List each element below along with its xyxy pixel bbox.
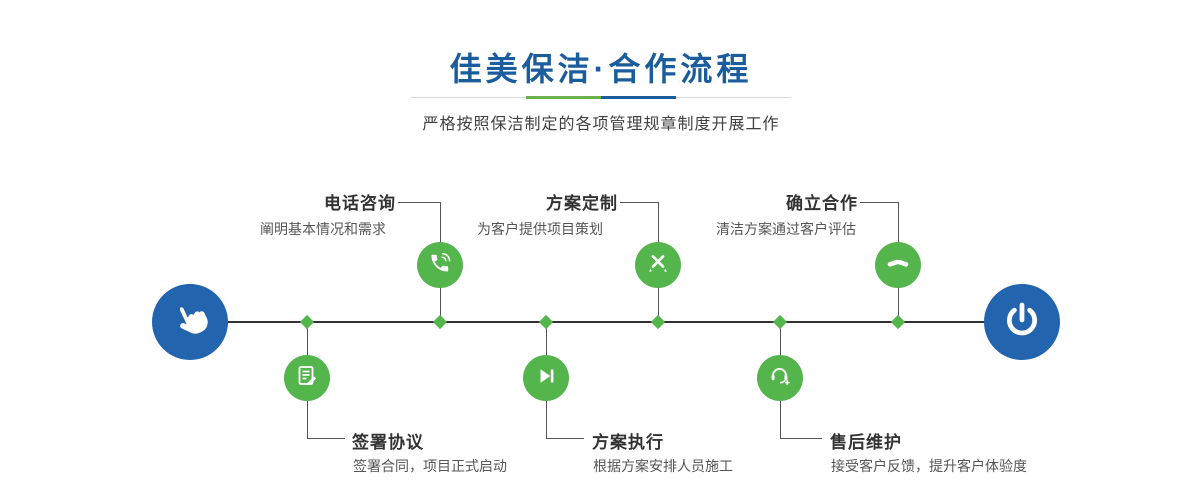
page-subtitle: 严格按照保洁制定的各项管理规章制度开展工作 xyxy=(422,116,780,133)
timeline-diamond xyxy=(772,314,788,330)
step6-node xyxy=(757,355,803,401)
step2-desc: 为客户提供项目策划 xyxy=(477,221,603,237)
step6-title: 售后维护 xyxy=(830,433,902,452)
phone-icon xyxy=(428,251,452,280)
timeline-diamond xyxy=(299,314,315,330)
timeline-start-node xyxy=(152,284,228,360)
underline-thin-left xyxy=(411,97,526,98)
step5-title: 方案执行 xyxy=(592,433,664,452)
underline-blue-segment xyxy=(601,96,676,99)
hand-pointer-icon xyxy=(164,294,217,349)
design-tools-icon xyxy=(646,251,670,280)
step2-title: 方案定制 xyxy=(546,194,618,213)
contract-icon xyxy=(295,364,319,393)
title-underline xyxy=(411,96,791,99)
handshake-icon xyxy=(886,251,910,280)
support-headset-icon xyxy=(768,364,792,393)
step1-node xyxy=(417,242,463,288)
step2-node xyxy=(635,242,681,288)
step3-title: 确立合作 xyxy=(786,194,858,213)
connector-step2-horizontal xyxy=(620,202,659,203)
step1-desc: 阐明基本情况和需求 xyxy=(260,221,386,237)
step4-title: 签署协议 xyxy=(352,433,424,452)
execute-play-icon xyxy=(534,364,558,393)
timeline-diamond xyxy=(432,314,448,330)
connector-step4-horizontal xyxy=(307,438,345,439)
timeline-diamond xyxy=(650,314,666,330)
timeline-line xyxy=(190,321,1022,323)
step4-node xyxy=(284,355,330,401)
page-title: 佳美保洁·合作流程 xyxy=(449,51,753,87)
timeline-end-node xyxy=(984,284,1060,360)
connector-step1-horizontal xyxy=(398,202,441,203)
timeline-diamond xyxy=(890,314,906,330)
step5-node xyxy=(523,355,569,401)
step6-desc: 接受客户反馈，提升客户体验度 xyxy=(831,458,1027,474)
step4-desc: 签署合同，项目正式启动 xyxy=(353,458,507,474)
timeline-diamond xyxy=(538,314,554,330)
connector-step5-horizontal xyxy=(546,438,584,439)
step3-node xyxy=(875,242,921,288)
underline-thin-right xyxy=(676,97,791,98)
power-icon xyxy=(1003,301,1041,344)
step1-title: 电话咨询 xyxy=(324,194,396,213)
step5-desc: 根据方案安排人员施工 xyxy=(593,458,733,474)
connector-step6-horizontal xyxy=(780,438,822,439)
step3-desc: 清洁方案通过客户评估 xyxy=(716,221,856,237)
underline-green-segment xyxy=(526,96,601,99)
connector-step3-horizontal xyxy=(860,202,899,203)
